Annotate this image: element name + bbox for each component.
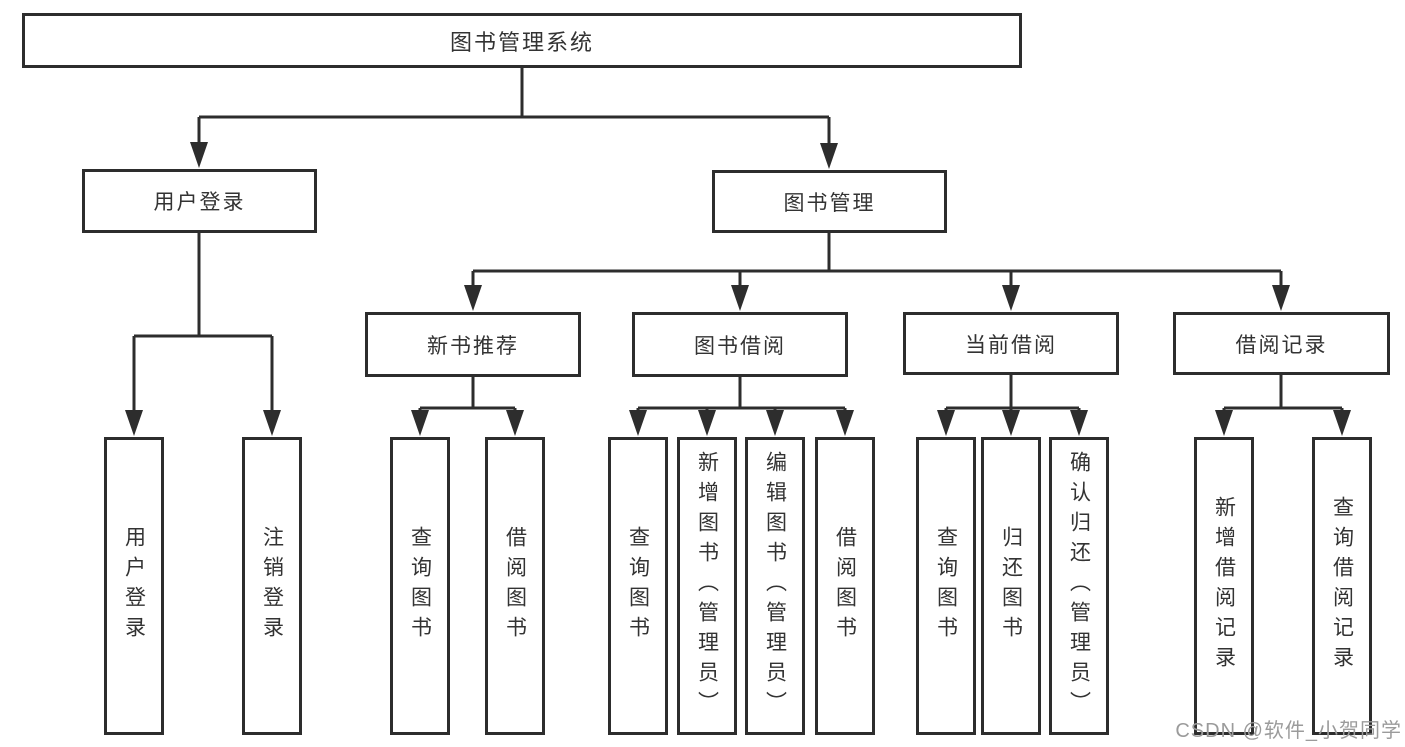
leaf-query-book-borrowing: 查询图书 bbox=[608, 437, 668, 735]
node-book-borrowing: 图书借阅 bbox=[632, 312, 848, 377]
node-current-borrowing: 当前借阅 bbox=[903, 312, 1119, 375]
node-borrowing-records: 借阅记录 bbox=[1173, 312, 1390, 375]
leaf-query-book-recommend-label: 查询图书 bbox=[408, 526, 432, 646]
node-book-management: 图书管理 bbox=[712, 170, 947, 233]
leaf-return-book-label: 归还图书 bbox=[999, 526, 1023, 646]
leaf-edit-book-admin-label: 编辑图书（管理员） bbox=[763, 451, 787, 721]
leaf-borrow-book-recommend-label: 借阅图书 bbox=[503, 526, 527, 646]
leaf-user-login: 用户登录 bbox=[104, 437, 164, 735]
leaf-query-book-recommend: 查询图书 bbox=[390, 437, 450, 735]
node-library-system: 图书管理系统 bbox=[22, 13, 1022, 68]
csdn-watermark: CSDN @软件_小贺同学 bbox=[1175, 720, 1402, 742]
leaf-borrow-book-recommend: 借阅图书 bbox=[485, 437, 545, 735]
leaf-query-borrow-record: 查询借阅记录 bbox=[1312, 437, 1372, 735]
leaf-add-book-admin-label: 新增图书（管理员） bbox=[695, 451, 719, 721]
node-new-book-recommend: 新书推荐 bbox=[365, 312, 581, 377]
leaf-logout-login-label: 注销登录 bbox=[260, 526, 284, 646]
leaf-add-borrow-record-label: 新增借阅记录 bbox=[1212, 496, 1236, 676]
leaf-return-book: 归还图书 bbox=[981, 437, 1041, 735]
leaf-user-login-label: 用户登录 bbox=[122, 526, 146, 646]
leaf-query-book-borrowing-label: 查询图书 bbox=[626, 526, 650, 646]
leaf-query-book-current-label: 查询图书 bbox=[934, 526, 958, 646]
leaf-query-book-current: 查询图书 bbox=[916, 437, 976, 735]
leaf-confirm-return-admin-label: 确认归还（管理员） bbox=[1067, 451, 1091, 721]
leaf-edit-book-admin: 编辑图书（管理员） bbox=[745, 437, 805, 735]
leaf-logout-login: 注销登录 bbox=[242, 437, 302, 735]
leaf-borrow-book-borrowing-label: 借阅图书 bbox=[833, 526, 857, 646]
leaf-query-borrow-record-label: 查询借阅记录 bbox=[1330, 496, 1354, 676]
leaf-add-book-admin: 新增图书（管理员） bbox=[677, 437, 737, 735]
leaf-confirm-return-admin: 确认归还（管理员） bbox=[1049, 437, 1109, 735]
node-user-login: 用户登录 bbox=[82, 169, 317, 233]
leaf-add-borrow-record: 新增借阅记录 bbox=[1194, 437, 1254, 735]
leaf-borrow-book-borrowing: 借阅图书 bbox=[815, 437, 875, 735]
